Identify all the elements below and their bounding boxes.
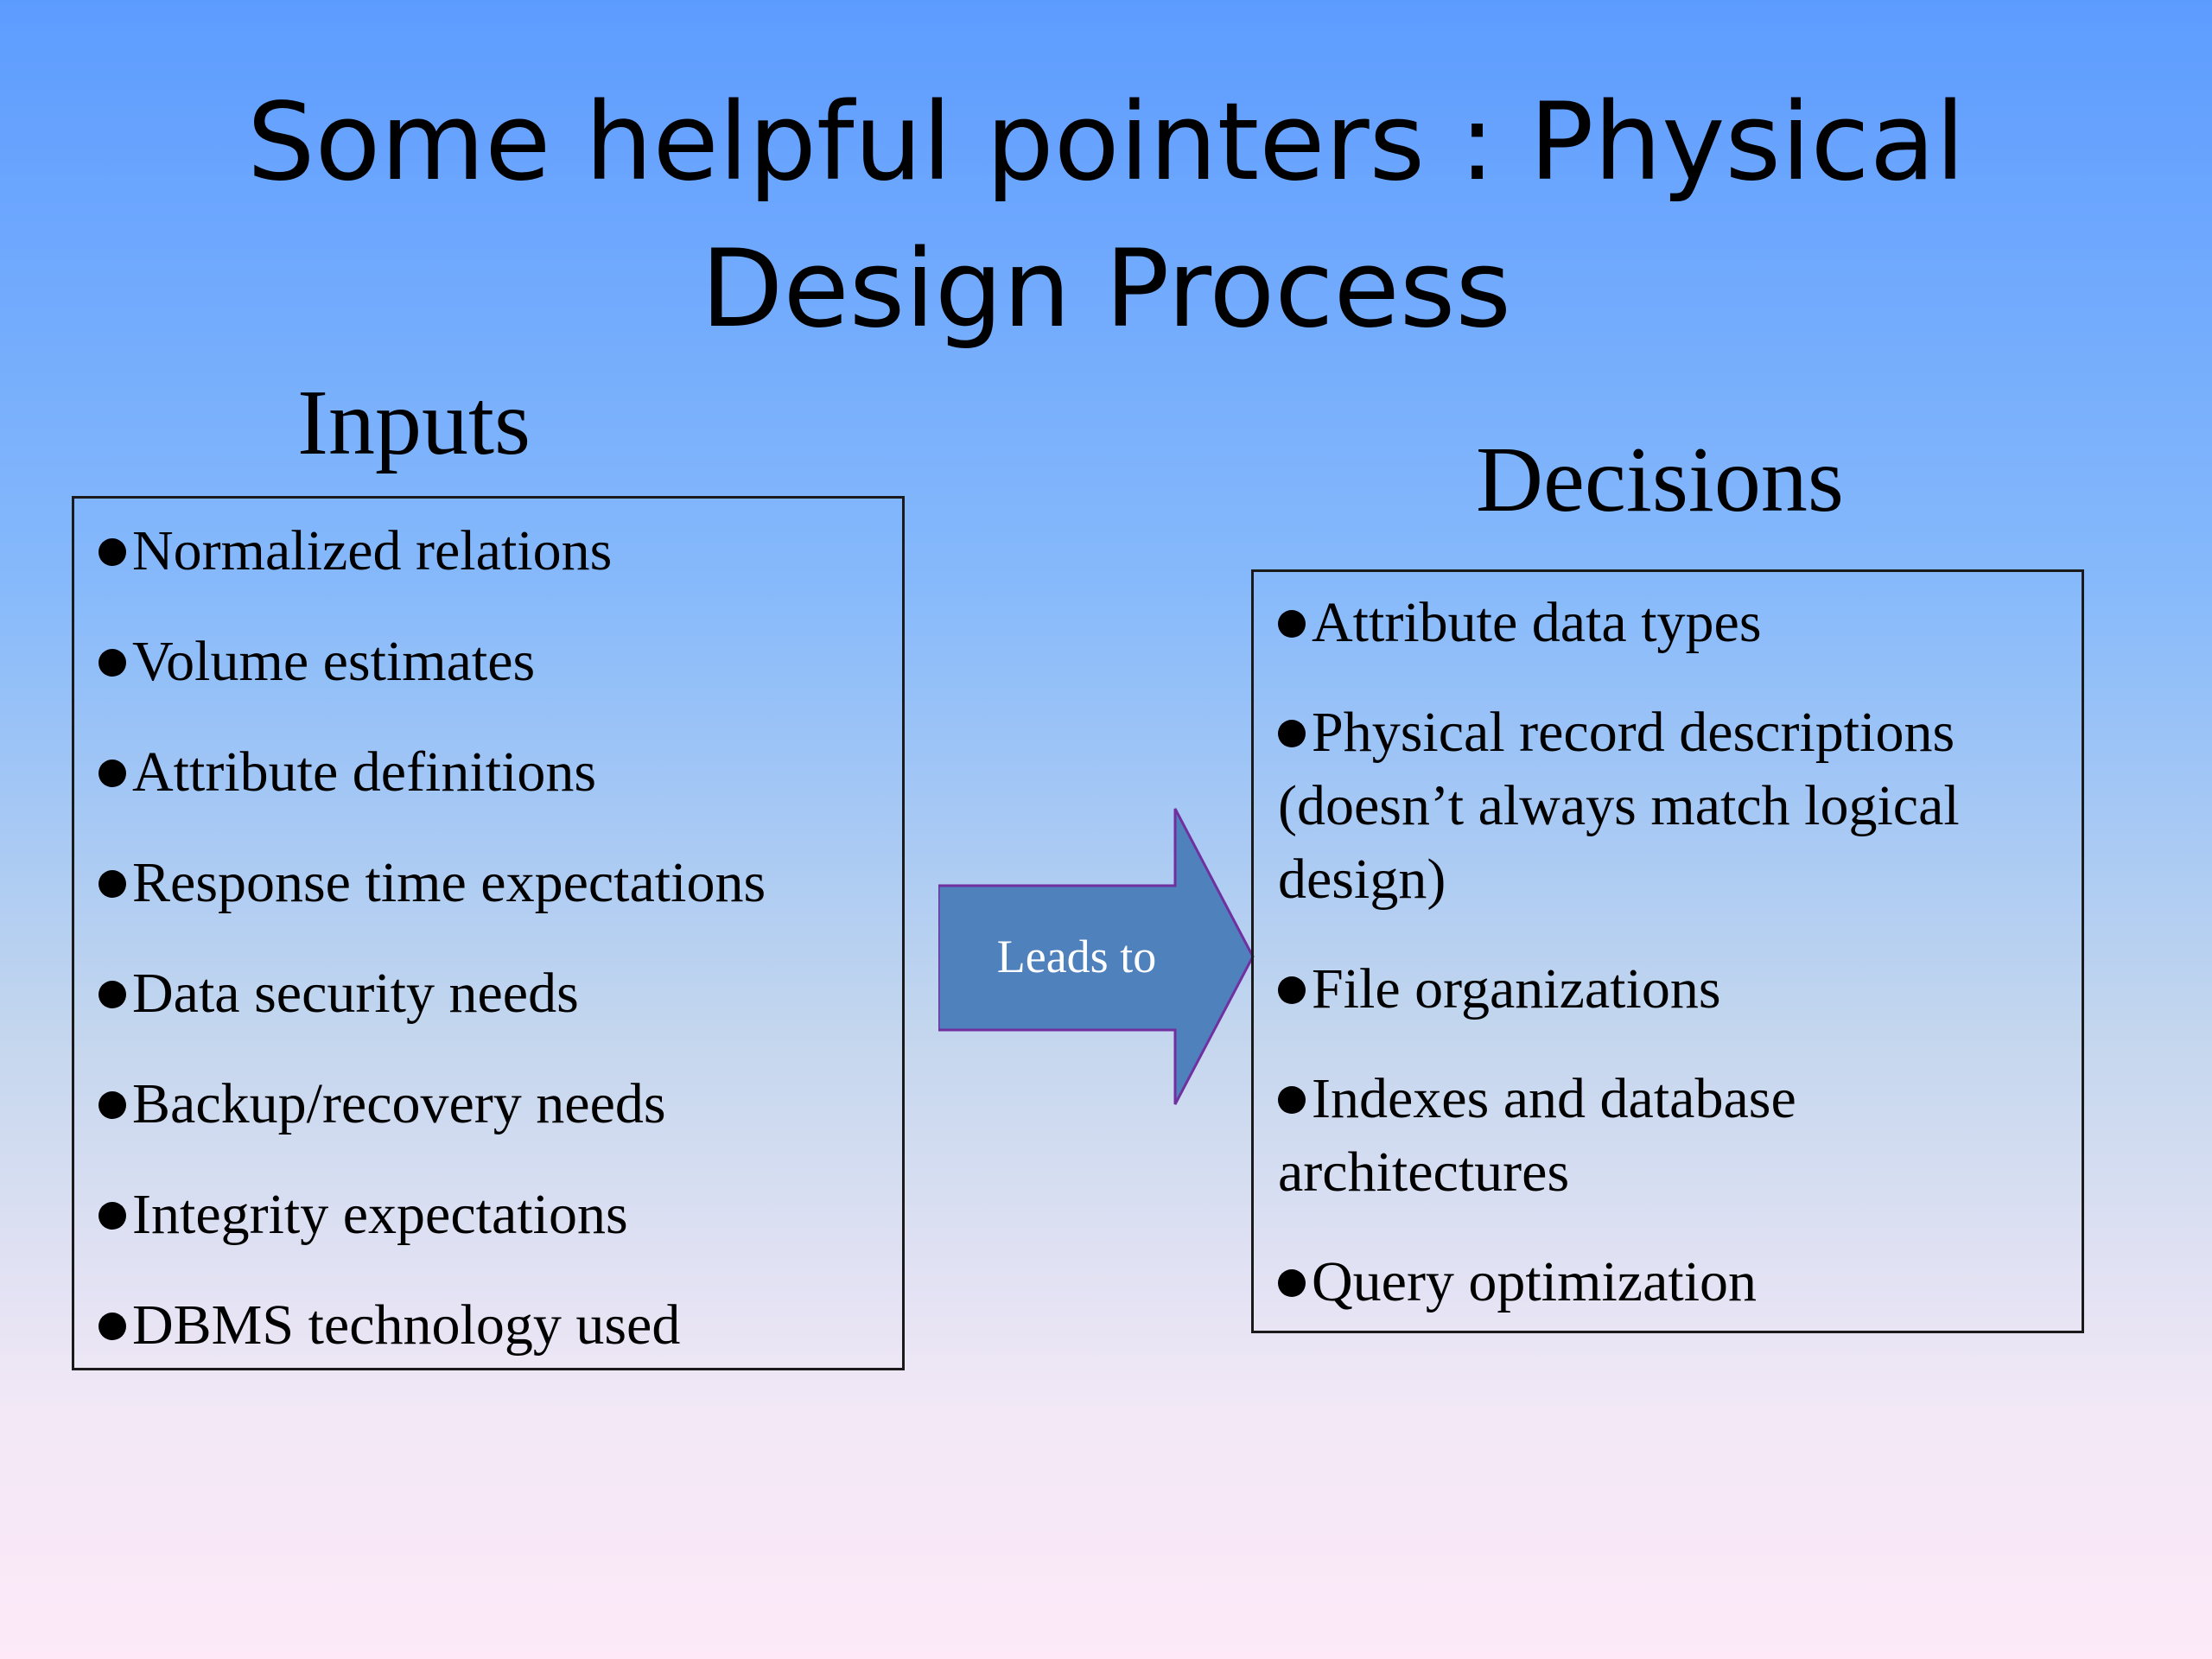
bullet-dot-icon	[99, 870, 126, 898]
inputs-heading: Inputs	[297, 372, 531, 474]
input-item-text: DBMS technology used	[132, 1294, 681, 1357]
arrow-label: Leads to	[996, 931, 1157, 982]
decision-item-text: Physical record descriptions	[1312, 701, 1955, 764]
bullet-dot-icon	[99, 649, 126, 677]
inputs-list: Normalized relations Volume estimates At…	[99, 514, 885, 1399]
input-item: Volume estimates	[99, 625, 885, 698]
input-item-text: Data security needs	[132, 962, 579, 1025]
decisions-heading: Decisions	[1476, 429, 1844, 531]
arrow-shape	[938, 808, 1255, 1105]
input-item: DBMS technology used	[99, 1288, 885, 1362]
bullet-dot-icon	[99, 538, 126, 566]
decision-item-text: Attribute data types	[1312, 591, 1762, 654]
decision-item: Query optimization	[1278, 1245, 2064, 1319]
input-item-text: Integrity expectations	[132, 1183, 628, 1246]
right-arrow-icon	[938, 808, 1255, 1105]
decision-item-text: design)	[1278, 848, 1446, 911]
decisions-box: Attribute data types Physical record des…	[1251, 569, 2084, 1333]
bullet-dot-icon	[99, 760, 126, 787]
decisions-list: Attribute data types Physical record des…	[1278, 586, 2064, 1355]
bullet-dot-icon	[1278, 720, 1306, 747]
decision-item-text: Indexes and database	[1312, 1067, 1796, 1130]
decision-item: File organizations	[1278, 952, 2064, 1026]
input-item: Data security needs	[99, 957, 885, 1030]
decision-item: Attribute data types	[1278, 586, 2064, 659]
input-item-text: Volume estimates	[132, 630, 536, 693]
input-item-text: Normalized relations	[132, 519, 613, 582]
bullet-dot-icon	[99, 1313, 126, 1340]
input-item: Integrity expectations	[99, 1178, 885, 1251]
bullet-dot-icon	[1278, 1269, 1306, 1297]
input-item-text: Backup/recovery needs	[132, 1072, 666, 1135]
bullet-dot-icon	[99, 981, 126, 1008]
input-item: Response time expectations	[99, 846, 885, 919]
decision-item: Indexes and database architectures	[1278, 1062, 2064, 1209]
bullet-dot-icon	[99, 1091, 126, 1119]
slide-title: Some helpful pointers : Physical Design …	[246, 80, 1966, 352]
decision-item-text: architectures	[1278, 1141, 1570, 1204]
decision-item-text: Query optimization	[1312, 1250, 1758, 1313]
input-item-text: Attribute definitions	[132, 741, 597, 804]
input-item: Attribute definitions	[99, 735, 885, 809]
bullet-dot-icon	[99, 1202, 126, 1230]
decision-item-text: (doesn’t always match logical	[1278, 774, 1960, 837]
leads-to-arrow: Leads to	[938, 807, 1255, 1108]
bullet-dot-icon	[1278, 610, 1306, 638]
decision-item: Physical record descriptions (doesn’t alw…	[1278, 696, 2064, 916]
input-item: Normalized relations	[99, 514, 885, 588]
inputs-box: Normalized relations Volume estimates At…	[72, 496, 905, 1370]
bullet-dot-icon	[1278, 976, 1306, 1004]
bullet-dot-icon	[1278, 1086, 1306, 1114]
input-item-text: Response time expectations	[132, 851, 766, 914]
decision-item-text: File organizations	[1312, 957, 1721, 1020]
input-item: Backup/recovery needs	[99, 1067, 885, 1141]
